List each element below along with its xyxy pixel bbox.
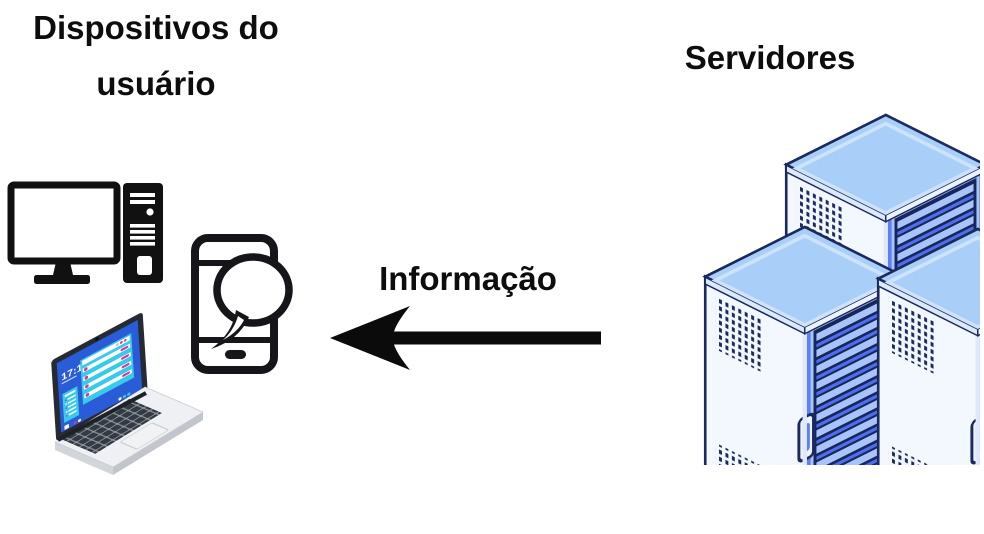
laptop-base — [54, 386, 204, 468]
desktop-computer-icon — [7, 181, 163, 284]
chat-bubble-icon — [211, 253, 293, 349]
laptop-base-front — [113, 412, 203, 475]
arrow-left-icon — [330, 306, 601, 370]
information-label: Informação — [379, 260, 557, 297]
laptop-hinge — [57, 391, 147, 442]
servers-title: Servidores — [684, 39, 856, 76]
window-rows — [82, 343, 132, 399]
laptop-base-side — [55, 442, 113, 475]
server-cluster — [703, 113, 980, 465]
sidebar-rows — [65, 394, 77, 417]
tower-icon — [123, 183, 163, 283]
devices-title: Dispositivos do usuário — [33, 9, 279, 102]
smartphone-chat-icon — [191, 234, 293, 374]
monitor-icon — [7, 181, 121, 284]
laptop-screen: 17:15 — [51, 313, 148, 441]
laptop-touchpad — [120, 422, 169, 450]
server-rack-icon-front-left — [703, 225, 906, 465]
laptop-icon: 17:15 — [51, 313, 204, 475]
